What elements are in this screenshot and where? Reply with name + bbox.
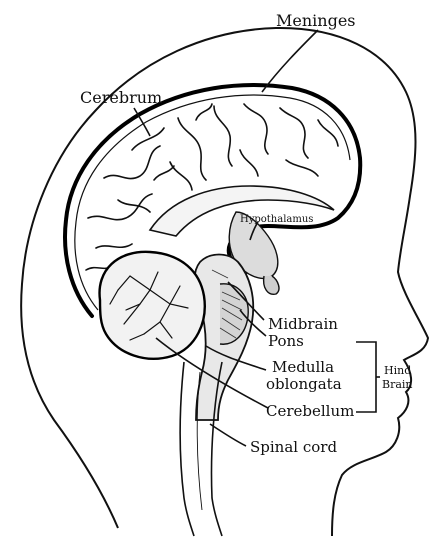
- label-spinal-cord: Spinal cord: [250, 438, 337, 456]
- hind-brain-bracket: [356, 342, 376, 412]
- label-midbrain: Midbrain: [268, 315, 338, 333]
- label-cerebellum: Cerebellum: [266, 402, 354, 420]
- cerebrum-folds: [86, 104, 338, 270]
- label-hind-brain-2: Brain: [382, 378, 413, 391]
- cerebellum-shape: [100, 252, 205, 359]
- label-hypothalamus: Hypothalamus: [240, 214, 313, 225]
- meninges-leader: [262, 30, 318, 92]
- label-medulla-2: oblongata: [266, 375, 342, 393]
- label-medulla-1: Medulla: [272, 358, 334, 376]
- label-meninges: Meninges: [276, 11, 356, 30]
- label-pons: Pons: [268, 332, 304, 350]
- label-cerebrum: Cerebrum: [80, 88, 162, 107]
- spinal-cord-leader: [210, 424, 246, 446]
- pituitary: [264, 276, 279, 294]
- label-hind-brain-1: Hind: [384, 364, 411, 377]
